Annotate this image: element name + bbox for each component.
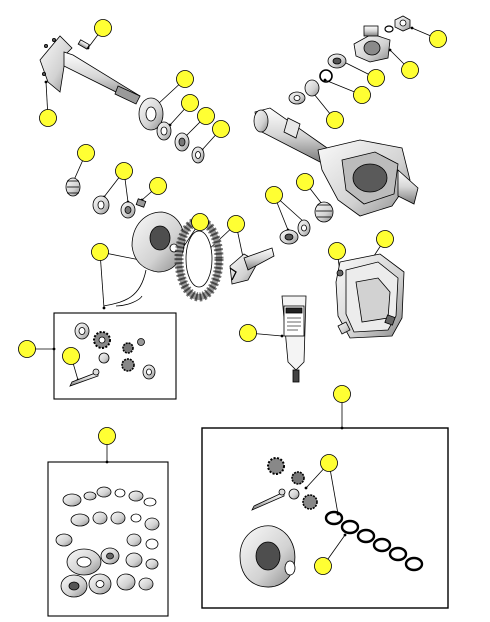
callout-marker-25[interactable] <box>98 427 116 445</box>
callout-leader-tip <box>102 306 106 310</box>
callout-marker-27[interactable] <box>320 454 338 472</box>
master-overhaul-kit-box <box>47 461 169 617</box>
axle-bearing-set <box>156 121 205 164</box>
axle-housing <box>253 107 419 217</box>
callout-leader-tip <box>343 533 347 537</box>
cover-plug <box>337 321 351 335</box>
callout-marker-28[interactable] <box>314 557 332 575</box>
callout-marker-12[interactable] <box>77 144 95 162</box>
case-to-kit-leader-2 <box>115 295 143 307</box>
bearing-shim <box>135 198 147 208</box>
ring-gear <box>174 216 224 302</box>
limited-slip-kit-parts <box>239 457 424 588</box>
callout-leader-tip <box>323 78 327 82</box>
callout-marker-14[interactable] <box>149 177 167 195</box>
parts-layer <box>39 15 449 617</box>
carrier-bearing-left <box>92 195 136 219</box>
callout-marker-10[interactable] <box>353 86 371 104</box>
callout-marker-16[interactable] <box>296 173 314 191</box>
cover-bolt <box>336 269 344 277</box>
differential-cover <box>335 253 405 339</box>
callout-marker-21[interactable] <box>376 230 394 248</box>
callout-leader-tip <box>410 26 414 30</box>
callout-leader-tip <box>304 486 308 490</box>
callout-markers <box>18 19 447 575</box>
callout-marker-6[interactable] <box>212 120 230 138</box>
callout-marker-8[interactable] <box>367 69 385 87</box>
wheel-stud <box>77 39 90 50</box>
spider-gear-kit-parts <box>69 322 156 387</box>
callout-marker-26[interactable] <box>333 385 351 403</box>
differential-case <box>131 211 185 273</box>
limited-slip-kit-box <box>201 427 449 609</box>
master-overhaul-kit-parts <box>55 486 160 598</box>
housing-seal-and-bearing-parts <box>288 53 347 105</box>
callout-marker-3[interactable] <box>176 70 194 88</box>
callout-marker-1[interactable] <box>94 19 112 37</box>
axle-shaft <box>39 35 141 105</box>
callout-leader-tip <box>44 80 48 84</box>
callout-marker-19[interactable] <box>91 243 109 261</box>
pinion-yoke <box>353 25 391 63</box>
callout-marker-5[interactable] <box>197 107 215 125</box>
callout-marker-23[interactable] <box>18 340 36 358</box>
callout-leader-19-1 <box>99 251 105 309</box>
pinion-nut-and-washer <box>384 15 411 33</box>
pinion-gear <box>229 247 275 285</box>
callout-marker-7[interactable] <box>429 30 447 48</box>
callout-marker-17[interactable] <box>191 213 209 231</box>
pinion-bearing-set <box>279 219 311 245</box>
crush-sleeve <box>314 201 334 223</box>
axle-bearing-retainer-plate <box>138 97 164 131</box>
sealant-tube <box>281 295 307 383</box>
callout-marker-2[interactable] <box>39 109 57 127</box>
callout-marker-4[interactable] <box>181 94 199 112</box>
callout-marker-15[interactable] <box>265 186 283 204</box>
spider-gear-kit-box <box>53 312 177 400</box>
callout-leader-tip <box>280 334 284 338</box>
callout-marker-13[interactable] <box>115 162 133 180</box>
callout-marker-22[interactable] <box>239 324 257 342</box>
clutch-disc-stack <box>324 510 424 572</box>
case-to-kit-leader <box>103 269 147 307</box>
callout-marker-18[interactable] <box>227 215 245 233</box>
carrier-bearing-cup-left <box>65 177 81 197</box>
callout-marker-20[interactable] <box>328 242 346 260</box>
callout-marker-24[interactable] <box>62 347 80 365</box>
callout-marker-9[interactable] <box>401 61 419 79</box>
callout-marker-11[interactable] <box>326 111 344 129</box>
